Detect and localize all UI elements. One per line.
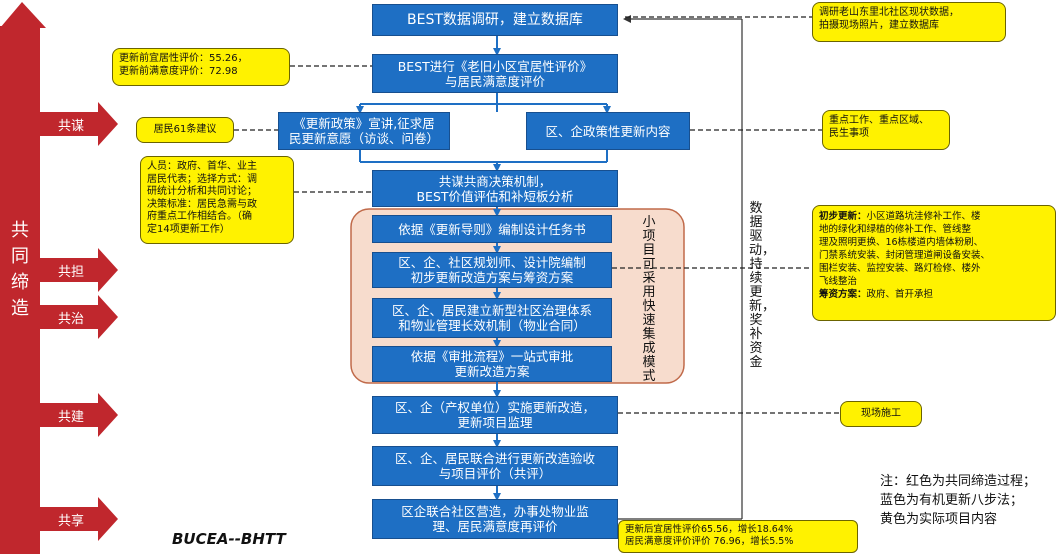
step-acceptance-line2: 与项目评价（共评） xyxy=(438,466,552,481)
step-livability-evaluation: BEST进行《老旧小区宜居性评价》 与居民满意度评价 xyxy=(372,54,618,93)
step-community-building: 区企联合社区营造，办事处物业监 理、居民满意度再评价 xyxy=(372,499,618,539)
red-arrow-gongzhi xyxy=(40,295,118,339)
note-before-evaluation: 更新前宜居性评价：55.26， 更新前满意度评价：72.98 xyxy=(112,48,290,86)
step-policy-content-text: 区、企政策性更新内容 xyxy=(545,123,671,139)
note-participants-line5: 府重点工作相结合。（确 xyxy=(147,211,252,222)
note-participants-line4: 决策标准：居民急需与政 xyxy=(147,198,257,210)
note-funding-label: 筹资方案： xyxy=(819,289,867,300)
legend-line-red: 注：红色为共同缔造过程； xyxy=(880,474,1037,489)
note-funding-text: 政府、首开承担 xyxy=(866,289,934,300)
step-design-brief-text: 依据《更新导则》编制设计任务书 xyxy=(398,221,586,237)
brand-label: BUCEA--BHTT xyxy=(172,530,286,548)
note-survey: 调研老山东里北社区现状数据， 拍摄现场照片，建立数据库 xyxy=(812,2,1006,42)
step-approval-line1: 依据《审批流程》一站式审批 xyxy=(410,349,574,364)
step-community-building-line2: 理、居民满意度再评价 xyxy=(432,519,558,534)
step-livability-evaluation-line2: 与居民满意度评价 xyxy=(444,73,545,89)
step-policy-publicity-line2: 民更新意愿（访谈、问卷） xyxy=(288,131,439,146)
step-implementation: 区、企（产权单位）实施更新改造， 更新项目监理 xyxy=(372,396,618,434)
step-policy-content: 区、企政策性更新内容 xyxy=(526,112,690,150)
note-survey-line2: 拍摄现场照片，建立数据库 xyxy=(819,19,939,31)
note-participants-line2: 居民代表；选择方式：调 xyxy=(147,173,257,185)
red-arrow-gongjian xyxy=(40,393,118,437)
step-approval: 依据《审批流程》一站式审批 更新改造方案 xyxy=(372,346,612,382)
note-participants-line6: 定14项更新工作） xyxy=(147,223,230,235)
step-acceptance-line1: 区、企、居民联合进行更新改造验收 xyxy=(394,451,595,466)
note-resident-suggestions-text: 居民61条建议 xyxy=(153,123,217,135)
step-decision-mechanism-line1: 共谋共商决策机制， xyxy=(438,173,552,189)
note-participants-line1: 人员：政府、首华、业主 xyxy=(147,161,257,172)
note-priorities-line1: 重点工作、重点区域、 xyxy=(829,115,929,126)
note-before-evaluation-line2: 更新前满意度评价：72.98 xyxy=(119,65,238,77)
note-initial-update-line6: 飞线整治 xyxy=(819,276,858,287)
step-implementation-line2: 更新项目监理 xyxy=(457,415,533,430)
note-initial-update-line2: 地的绿化和绿植的修补工作、管线整 xyxy=(819,224,972,235)
legend-line-yellow: 黄色为实际项目内容 xyxy=(880,512,998,527)
label-gongmou: 共谋 xyxy=(57,118,84,134)
note-construction: 现场施工 xyxy=(840,401,922,427)
step-policy-publicity: 《更新政策》宣讲,征求居 民更新意愿（访谈、问卷） xyxy=(278,112,450,150)
note-priorities-line2: 民生事项 xyxy=(829,127,869,139)
main-title-vertical: 共同缔造 xyxy=(11,220,29,319)
step-preliminary-plan-line2: 初步更新改造方案与筹资方案 xyxy=(410,270,574,285)
note-before-evaluation-line1: 更新前宜居性评价：55.26， xyxy=(119,53,248,64)
data-driven-vertical-text: 数据驱动，持续更新，奖补资金 xyxy=(749,201,776,370)
red-arrow-gongdan xyxy=(40,248,118,292)
step-decision-mechanism-line2: BEST价值评估和补短板分析 xyxy=(416,188,574,204)
red-vertical-bar xyxy=(0,26,40,554)
note-after-evaluation-line1: 更新后宜居性评价65.56，增长18.64% xyxy=(625,524,793,535)
note-initial-update: 初步更新：小区道路坑洼修补工作、楼 地的绿化和绿植的修补工作、管线整 理及照明更… xyxy=(812,205,1056,321)
red-arrow-gongmou xyxy=(40,102,118,146)
step-governance-system-line1: 区、企、居民建立新型社区治理体系 xyxy=(391,303,592,318)
note-initial-update-label: 初步更新： xyxy=(819,211,867,222)
label-gongzhi: 共治 xyxy=(57,311,84,327)
note-resident-suggestions: 居民61条建议 xyxy=(136,117,234,143)
legend-note: 注：红色为共同缔造过程； 蓝色为有机更新八步法； 黄色为实际项目内容 xyxy=(880,472,1064,529)
note-survey-line1: 调研老山东里北社区现状数据， xyxy=(819,7,959,18)
step-preliminary-plan: 区、企、社区规划师、设计院编制 初步更新改造方案与筹资方案 xyxy=(372,252,612,288)
quick-mode-vertical-text: 小项目可采用快速集成模式 xyxy=(642,215,656,384)
step-governance-system: 区、企、居民建立新型社区治理体系 和物业管理长效机制（物业合同） xyxy=(372,298,612,338)
red-arrow-gongxiang xyxy=(40,497,118,541)
step-data-survey-text: BEST数据调研，建立数据库 xyxy=(407,11,583,28)
step-decision-mechanism: 共谋共商决策机制， BEST价值评估和补短板分析 xyxy=(372,170,618,207)
label-gongjian: 共建 xyxy=(57,409,84,425)
note-participants: 人员：政府、首华、业主 居民代表；选择方式：调 研统计分析和共同讨论； 决策标准… xyxy=(140,156,294,244)
step-approval-line2: 更新改造方案 xyxy=(454,364,530,379)
step-design-brief: 依据《更新导则》编制设计任务书 xyxy=(372,215,612,243)
step-data-survey: BEST数据调研，建立数据库 xyxy=(372,4,618,36)
note-participants-line3: 研统计分析和共同讨论； xyxy=(147,186,257,197)
note-construction-text: 现场施工 xyxy=(861,407,901,419)
red-bar-arrowhead xyxy=(0,2,46,28)
legend-line-blue: 蓝色为有机更新八步法； xyxy=(880,493,1024,508)
step-preliminary-plan-line1: 区、企、社区规划师、设计院编制 xyxy=(398,255,586,270)
step-acceptance: 区、企、居民联合进行更新改造验收 与项目评价（共评） xyxy=(372,446,618,486)
note-initial-update-line1: 小区道路坑洼修补工作、楼 xyxy=(866,211,981,222)
note-initial-update-line5: 围栏安装、监控安装、路灯检修、楼外 xyxy=(819,263,981,274)
note-after-evaluation: 更新后宜居性评价65.56，增长18.64% 居民满意度评价评价 76.96，增… xyxy=(618,520,858,553)
step-livability-evaluation-line1: BEST进行《老旧小区宜居性评价》 xyxy=(397,58,593,74)
note-initial-update-line3: 理及照明更换、16栋楼道内墙体粉刷、 xyxy=(819,237,984,248)
note-priorities: 重点工作、重点区域、 民生事项 xyxy=(822,110,950,150)
note-after-evaluation-line2: 居民满意度评价评价 76.96，增长5.5% xyxy=(625,536,794,547)
note-initial-update-line4: 门禁系统安装、封闭管理道闸设备安装、 xyxy=(819,250,991,261)
step-policy-publicity-line1: 《更新政策》宣讲,征求居 xyxy=(293,116,435,131)
label-gongxiang: 共享 xyxy=(57,513,84,529)
step-implementation-line1: 区、企（产权单位）实施更新改造， xyxy=(394,400,595,415)
step-community-building-line1: 区企联合社区营造，办事处物业监 xyxy=(401,504,589,519)
step-governance-system-line2: 和物业管理长效机制（物业合同） xyxy=(398,318,586,333)
label-gongdan: 共担 xyxy=(57,264,84,280)
